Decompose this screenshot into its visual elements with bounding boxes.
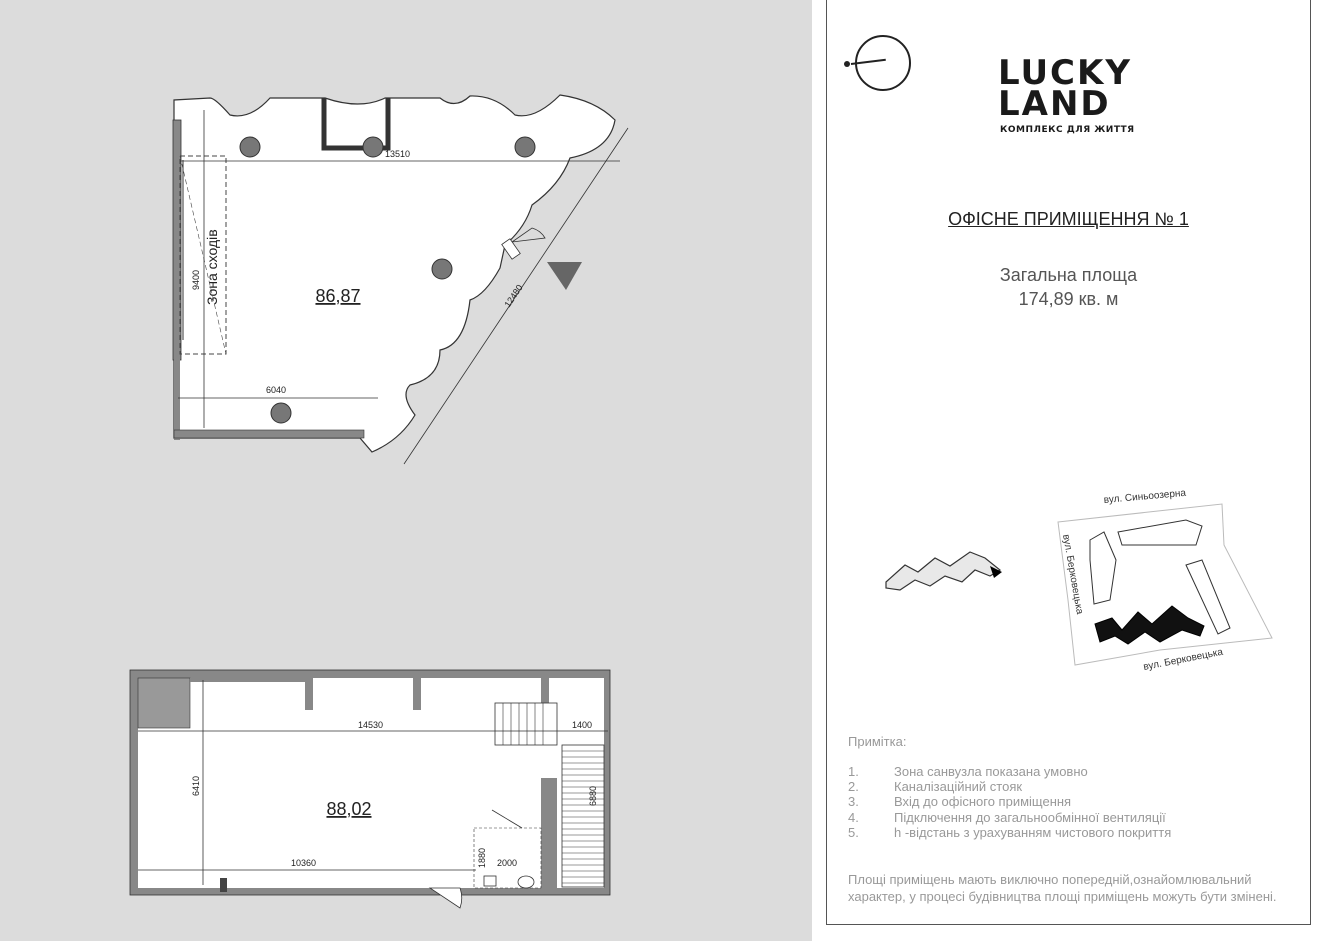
dim-diagonal: 12480 xyxy=(502,283,524,309)
dim-top: 14530 xyxy=(358,720,383,730)
entrance-marker xyxy=(547,262,582,290)
unit-title-text: ОФІСНЕ ПРИМІЩЕННЯ № 1 xyxy=(948,209,1189,229)
note-number: 1. xyxy=(848,764,859,779)
total-area-value: 174,89 кв. м xyxy=(1018,289,1119,309)
notes-title: Примітка: xyxy=(848,734,907,749)
disclaimer: Площі приміщень мають виключно попередні… xyxy=(848,872,1277,904)
note-item: 4. Підключення до загальнообмінної вентил… xyxy=(848,810,1171,825)
note-text: Підключення до загальнообмінної вентиляц… xyxy=(894,809,1166,825)
dim-wc-w: 2000 xyxy=(497,858,517,868)
logo-subtitle: КОМПЛЕКС ДЛЯ ЖИТТЯ xyxy=(1000,125,1135,135)
note-number: 4. xyxy=(848,809,859,825)
dim-width: 13510 xyxy=(385,149,410,159)
dim-wc-h: 1880 xyxy=(477,848,487,868)
note-text: Каналізаційний стояк xyxy=(894,779,1023,795)
brand-clock-dot-icon xyxy=(844,61,850,67)
note-number: 2. xyxy=(848,779,859,795)
column xyxy=(239,136,261,158)
dim-stair-len: 6880 xyxy=(588,786,598,806)
dim-height-lower: 6410 xyxy=(191,776,201,796)
unit-title: ОФІСНЕ ПРИМІЩЕННЯ № 1 xyxy=(826,209,1311,230)
note-item: 2. Каналізаційний стояк xyxy=(848,779,1171,794)
column xyxy=(514,136,536,158)
column xyxy=(362,136,384,158)
dim-bottom-lower: 10360 xyxy=(291,858,316,868)
logo-line-1: LUCKY xyxy=(998,53,1132,93)
dim-bottom: 6040 xyxy=(266,385,286,395)
note-item: 3. Вхід до офісного приміщення xyxy=(848,794,1171,809)
column xyxy=(270,402,292,424)
floor-plans-drawing: Зона сходів 13510 9400 6040 12480 86,87 xyxy=(129,94,629,909)
dim-height: 9400 xyxy=(191,270,201,290)
upper-room-outline xyxy=(173,94,616,453)
info-panel xyxy=(826,0,1311,925)
notes-list: 1. Зона санвузла показана умовно 2. Каналі… xyxy=(848,764,1171,840)
note-number: 3. xyxy=(848,794,859,810)
lower-floor-plan: 14530 1400 6410 10360 6880 1880 2000 88,… xyxy=(129,669,611,909)
note-item: 1. Зона санвузла показана умовно xyxy=(848,764,1171,779)
note-item: 5. h -відстань з урахуванням чистового по… xyxy=(848,825,1171,840)
total-area-label: Загальна площа xyxy=(999,265,1138,285)
note-text: Зона санвузла показана умовно xyxy=(894,764,1088,779)
note-number: 5. xyxy=(848,824,859,840)
floor-plan-area: Зона сходів 13510 9400 6040 12480 86,87 xyxy=(0,0,812,941)
note-text: h -відстань з урахуванням чистового покр… xyxy=(894,824,1172,840)
dim-stair: 1400 xyxy=(572,720,592,730)
column xyxy=(431,258,453,280)
upper-floor-plan: Зона сходів 13510 9400 6040 12480 86,87 xyxy=(172,94,629,465)
note-text: Вхід до офісного приміщення xyxy=(894,794,1072,810)
upper-room-area: 86,87 xyxy=(315,286,360,306)
stair-zone-label: Зона сходів xyxy=(204,229,220,305)
lower-room-area: 88,02 xyxy=(326,799,371,819)
logo-line-2: LAND xyxy=(998,84,1111,124)
